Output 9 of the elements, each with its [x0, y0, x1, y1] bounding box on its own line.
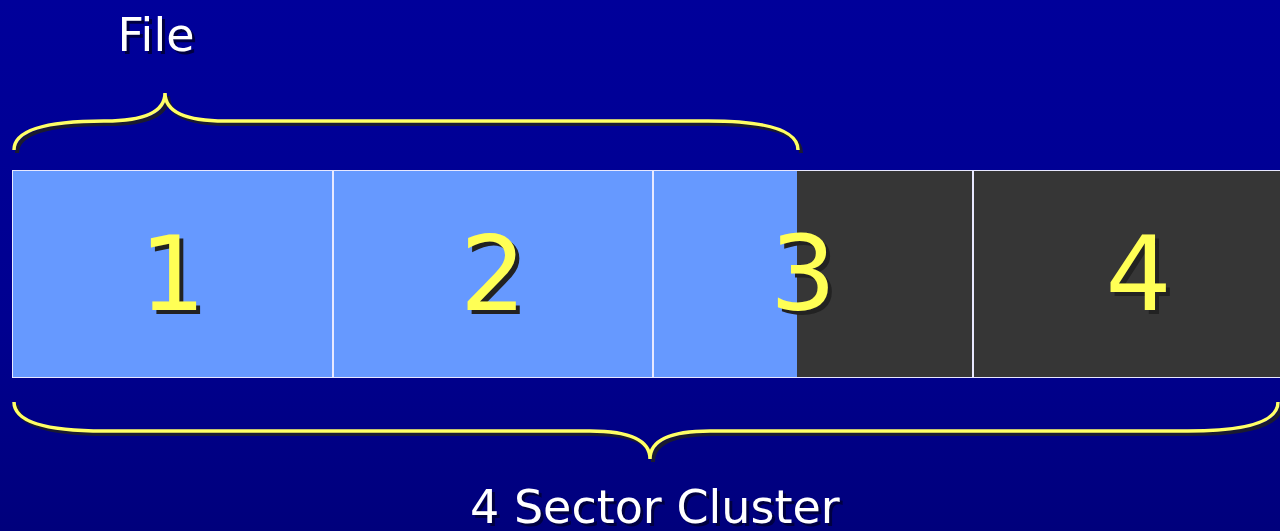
disk-sector — [653, 170, 973, 378]
brace-label: 4 Sector Cluster — [470, 484, 840, 530]
disk-sector — [12, 170, 333, 378]
sector-number: 2 — [459, 222, 527, 326]
sector-number: 4 — [1105, 222, 1172, 326]
disk-sector — [973, 170, 1280, 378]
sector-number: 1 — [139, 222, 206, 326]
disk-sector — [333, 170, 653, 378]
brace-label: File — [117, 12, 195, 58]
